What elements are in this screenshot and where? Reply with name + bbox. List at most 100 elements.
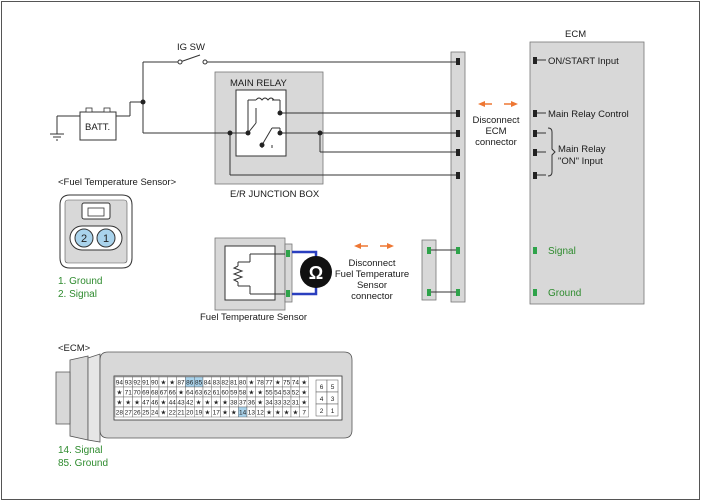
ecm-pin-label: 28 (116, 410, 124, 417)
ecm-pin-label: 77 (265, 380, 273, 387)
ecm-pin-label: 78 (257, 380, 265, 387)
junction-dots (140, 99, 323, 148)
ecm-pin-label: 42 (186, 400, 194, 407)
ecm-pin-label: 61 (213, 390, 221, 397)
ecm-pin-label: ★ (222, 400, 228, 407)
ecm-side-pin-label: 6 (320, 384, 324, 391)
fuel-temp-sensor-label: Fuel Temperature Sensor (200, 312, 307, 323)
main-relay-control-label: Main Relay Control (548, 109, 629, 120)
disconnect-fts-label-line4: connector (351, 291, 393, 302)
ecm-pin-label: ★ (116, 400, 122, 407)
ecm-pin-label: 83 (213, 380, 221, 387)
ecm-ground-label: Ground (548, 288, 581, 299)
ecm-pin-label: ★ (204, 400, 210, 407)
ecm-pin-label: 59 (230, 390, 238, 397)
ecm-pin-label: 84 (204, 380, 212, 387)
disconnect-ecm-label-line2: ECM (485, 126, 506, 137)
battery (79, 111, 117, 141)
ecm-connector-title: <ECM> (58, 343, 91, 354)
ecm-pin-label: 53 (283, 390, 291, 397)
ig-sw-label: IG SW (177, 42, 205, 53)
ecm-pin-label: ★ (275, 410, 281, 417)
ecm-pin-label: 69 (142, 390, 150, 397)
ecm-pin-label: 82 (221, 380, 229, 387)
fuel-temp-sensor-connector (284, 243, 293, 303)
disconnect-fts-label-line1: Disconnect (349, 258, 396, 269)
ecm-pin-label: ★ (301, 380, 307, 387)
disconnect-ecm-label-line1: Disconnect (473, 115, 520, 126)
on-start-input-label: ON/START Input (548, 56, 619, 67)
ig-switch-contact (202, 59, 208, 65)
ecm-pin-label: 58 (239, 390, 247, 397)
ecm-pin-label: ★ (116, 390, 122, 397)
ecm-pin-label: 68 (151, 390, 159, 397)
ecm-side-pin-cell (326, 403, 339, 417)
ecm-pin-label: ★ (248, 380, 254, 387)
ecm-pin-label: 93 (125, 380, 133, 387)
ecm-side-pin-label: 4 (320, 396, 324, 403)
ecm-pin-label: ★ (266, 410, 272, 417)
ecm-side-pin-label: 5 (331, 384, 335, 391)
disconnect-arrows (354, 101, 518, 249)
ecm-pin-label: 91 (142, 380, 150, 387)
disconnect-fts-label-line3: Sensor (357, 280, 387, 291)
ecm-pin-label: ★ (222, 410, 228, 417)
ecm-connector-signal-pins (286, 247, 537, 297)
ecm-connector-pins (456, 58, 460, 179)
ecm-pin-label: ★ (204, 410, 210, 417)
main-relay-label: MAIN RELAY (230, 78, 288, 89)
ecm-pin-label: ★ (160, 380, 166, 387)
ecm-pin-label: 70 (133, 390, 141, 397)
ig-switch-pivot (177, 59, 183, 65)
fts-disconnect-connector (421, 239, 437, 301)
battery-positive-terminal (103, 107, 111, 113)
ecm-pin-label: 90 (151, 380, 159, 387)
ecm-pin-label: 20 (186, 410, 194, 417)
fts-connector-face (59, 194, 133, 269)
ecm-block (529, 41, 645, 305)
wires (50, 59, 556, 295)
ecm-pin-label: 86 (186, 380, 194, 387)
ecm-legend-ground: 85. Ground (58, 458, 108, 469)
ecm-pin-label: 47 (142, 400, 150, 407)
ecm-pin-label: 21 (177, 410, 185, 417)
disconnect-ecm-label-line3: connector (475, 137, 517, 148)
main-relay-on-input-label-line2: "ON" Input (558, 156, 603, 167)
ohm-symbol: Ω (309, 263, 323, 283)
ecm-pin-label: 19 (195, 410, 203, 417)
ecm-pin-label: 27 (125, 410, 133, 417)
ecm-pin-label: ★ (160, 400, 166, 407)
ohmmeter: Ω (292, 250, 332, 296)
ecm-pin-label: 25 (142, 410, 150, 417)
ecm-pin-label: 60 (221, 390, 229, 397)
ecm-pin-label: ★ (213, 400, 219, 407)
fts-connector-title: <Fuel Temperature Sensor> (58, 177, 177, 188)
ecm-pin-label: 52 (292, 390, 300, 397)
ecm-pin-label: 7 (302, 410, 306, 417)
ecm-pin-label: ★ (231, 410, 237, 417)
ecm-pin-label: 87 (177, 380, 185, 387)
ecm-pin-label: 55 (265, 390, 273, 397)
ecm-pin-label: 32 (283, 400, 291, 407)
ecm-pin-label: 80 (239, 380, 247, 387)
ecm-pin-label: ★ (134, 400, 140, 407)
ecm-pin-label: 81 (230, 380, 238, 387)
ecm-pin-label: 54 (274, 390, 282, 397)
ecm-pin-label: 44 (169, 400, 177, 407)
ecm-signal-label: Signal (548, 246, 576, 257)
ecm-pin-label: 36 (248, 400, 256, 407)
battery-negative-terminal (85, 107, 93, 113)
ig-switch-blade (179, 54, 201, 63)
ecm-pin-label: 94 (116, 380, 124, 387)
ecm-input-pins (533, 57, 537, 179)
ecm-pin-label: ★ (284, 410, 290, 417)
ecm-pin-label: 85 (195, 380, 203, 387)
fts-legend-ground: 1. Ground (58, 276, 102, 287)
ecm-pin-label: ★ (196, 400, 202, 407)
er-junction-box-label: E/R JUNCTION BOX (230, 189, 320, 200)
ecm-pin-label: 46 (151, 400, 159, 407)
